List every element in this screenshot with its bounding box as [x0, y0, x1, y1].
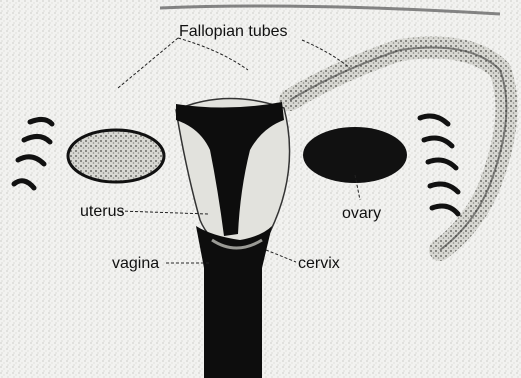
label-vagina: vagina	[112, 255, 159, 272]
label-fallopian-tubes: Fallopian tubes	[179, 23, 288, 40]
label-uterus: uterus	[80, 203, 124, 220]
left-ovary	[68, 130, 164, 182]
label-cervix: cervix	[298, 255, 340, 272]
label-ovary: ovary	[342, 205, 381, 222]
right-ovary	[303, 127, 407, 183]
